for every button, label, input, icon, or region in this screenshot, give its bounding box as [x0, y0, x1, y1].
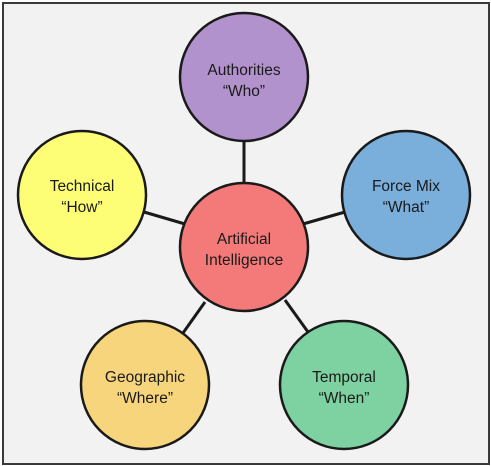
node-technical-title: Technical — [50, 178, 115, 195]
center-node-line2: Intelligence — [205, 252, 283, 269]
node-technical: Technical “How” — [16, 129, 148, 261]
node-geographic-title: Geographic — [105, 369, 185, 386]
node-authorities-circle — [178, 11, 310, 143]
node-authorities-title: Authorities — [207, 62, 280, 79]
node-authorities-question: “Who” — [223, 83, 265, 100]
node-authorities: Authorities “Who” — [178, 11, 310, 143]
node-force-mix-circle — [340, 129, 472, 261]
node-geographic-question: “Where” — [117, 390, 173, 407]
center-node-line1: Artificial — [217, 231, 271, 248]
node-temporal-title: Temporal — [312, 369, 376, 386]
connector-temporal — [283, 299, 310, 333]
node-temporal-question: “When” — [319, 390, 370, 407]
center-node: Artificial Intelligence — [178, 181, 310, 313]
connector-force-mix — [302, 210, 346, 226]
node-force-mix: Force Mix “What” — [340, 129, 472, 261]
connector-geographic — [181, 301, 207, 334]
center-node-circle — [178, 181, 310, 313]
node-force-mix-question: “What” — [383, 199, 430, 216]
node-force-mix-title: Force Mix — [372, 178, 440, 195]
node-temporal-circle — [278, 319, 410, 451]
node-geographic-circle — [79, 319, 211, 451]
node-technical-question: “How” — [61, 199, 102, 216]
node-geographic: Geographic “Where” — [79, 319, 211, 451]
node-temporal: Temporal “When” — [278, 319, 410, 451]
connector-technical — [143, 210, 186, 226]
node-technical-circle — [16, 129, 148, 261]
